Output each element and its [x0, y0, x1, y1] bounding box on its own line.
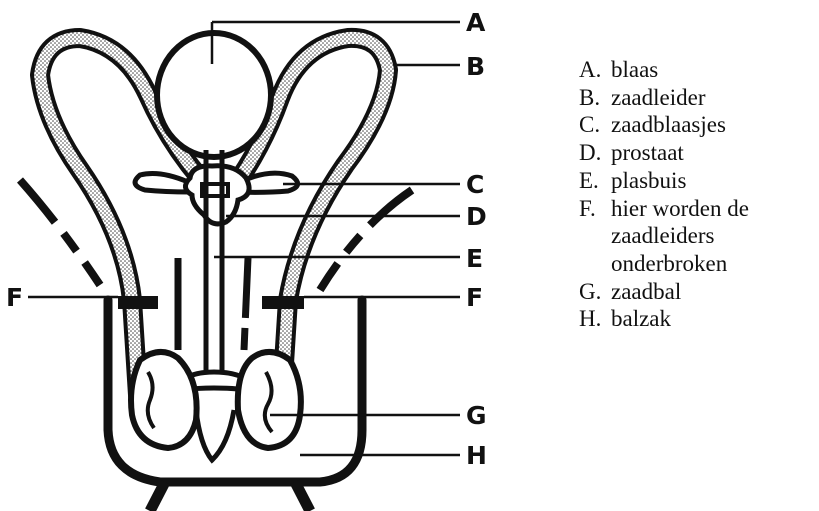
marker-F-right: F	[466, 283, 483, 312]
legend-text: prostaat	[611, 139, 684, 167]
legend-text: blaas	[611, 56, 658, 84]
legend: A.blaas B.zaadleider C.zaadblaasjes D.pr…	[579, 56, 749, 333]
marker-B: B	[466, 52, 485, 81]
legend-text: balzak	[611, 305, 671, 333]
legend-text: zaadblaasjes	[611, 111, 726, 139]
marker-E: E	[466, 244, 483, 273]
marker-D: D	[466, 202, 487, 231]
bladder	[157, 33, 271, 157]
legend-text: zaadbal	[611, 278, 681, 306]
legend-item: H.balzak	[579, 305, 749, 333]
legend-key: B.	[579, 84, 611, 112]
legend-key: C.	[579, 111, 611, 139]
legend-key: E.	[579, 167, 611, 195]
legend-item: F.hier worden de zaadleiders onderbroken	[579, 195, 749, 278]
left-testis	[131, 352, 197, 448]
left-leg-line	[150, 482, 165, 511]
anatomy-diagram: A B C D E F F G H	[0, 0, 560, 511]
marker-F-left: F	[6, 283, 23, 312]
legend-item: C.zaadblaasjes	[579, 111, 749, 139]
legend-key: D.	[579, 139, 611, 167]
legend-item: A.blaas	[579, 56, 749, 84]
glans	[196, 410, 234, 460]
marker-C: C	[466, 170, 484, 199]
marker-G: G	[466, 401, 487, 430]
right-cut-mark	[262, 296, 304, 309]
legend-item: G.zaadbal	[579, 278, 749, 306]
marker-A: A	[466, 8, 486, 37]
legend-key: G.	[579, 278, 611, 306]
legend-key: A.	[579, 56, 611, 84]
legend-key: H.	[579, 305, 611, 333]
legend-text: zaadleider	[611, 84, 705, 112]
right-body-line	[320, 190, 412, 290]
legend-text: plasbuis	[611, 167, 686, 195]
legend-text: hier worden de zaadleiders onderbroken	[611, 195, 749, 278]
legend-item: B.zaadleider	[579, 84, 749, 112]
left-seminal-vesicle	[135, 174, 190, 192]
legend-key: F.	[579, 195, 611, 278]
legend-item: E.plasbuis	[579, 167, 749, 195]
legend-item: D.prostaat	[579, 139, 749, 167]
marker-H: H	[466, 441, 487, 470]
left-cut-mark	[118, 296, 158, 309]
right-inner-line	[244, 258, 248, 350]
